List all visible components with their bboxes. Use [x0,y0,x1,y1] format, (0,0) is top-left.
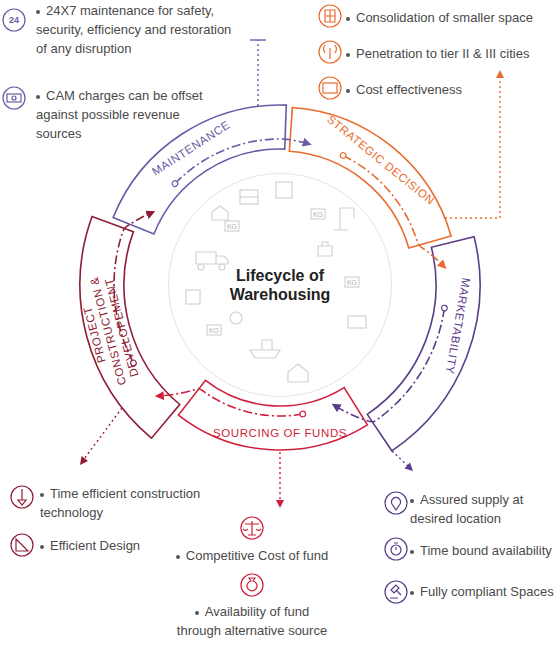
callout-text: CAM charges can be offset against possib… [36,86,226,143]
callout-text: Fully compliant Spaces [410,582,558,601]
lifecycle-stage: PROJECT CONSTRUCTION & DEVELOPEMENT [77,213,183,442]
weight-box [207,325,221,335]
design-icon [16,539,28,551]
weight-mark: KG [313,211,323,218]
callout-text: Time efficient construction technology [40,484,220,522]
wallet-icon [319,77,341,99]
shovel-icon [11,486,33,508]
lifecycle-stage: STRATEGIC DECISION [286,104,455,252]
leader-line [84,408,122,459]
weight-box [345,277,359,287]
arrow-head [276,500,284,508]
center-circle: Lifecycle of Warehousing [168,173,392,397]
lifecycle-stage: MARKETABILITY [364,233,483,454]
gavel-icon [390,585,401,598]
scale-icon [243,521,261,535]
weight-mark: KG [227,223,237,230]
warehouse-icon [288,364,308,382]
truck-wheel [219,264,225,270]
callout-text: Consolidation of smaller space [346,8,556,27]
arrow-head [80,456,88,465]
box-icon [348,316,366,328]
stage-label: PROJECT CONSTRUCTION & DEVELOPEMENT [67,248,149,413]
money-icon [12,96,16,100]
wallet-icon [323,83,337,93]
stage-band-outline [367,237,480,451]
stage-label: SOURCING OF FUNDS [205,426,355,440]
arrow-head [496,70,504,78]
clock-icon [3,9,25,31]
building-icon [325,10,335,22]
callout-text: Assured supply at desired location [410,490,558,528]
crane-icon [334,208,354,230]
center-icons [186,182,366,382]
weight-box [225,221,239,231]
icon-number: 24 [9,16,19,25]
truck-wheel [198,264,204,270]
gavel-icon [385,581,407,603]
callout-text: Penetration to tier II & III cities [346,44,556,63]
arrow-head [404,463,413,471]
callout-text: Time bound availability [410,541,558,560]
leader-tick [250,39,266,40]
callout-text: Cost effectiveness [346,80,556,99]
leader-line [392,451,409,467]
globe-icon [230,312,242,324]
box-icon [186,290,200,304]
box-icon [240,196,258,197]
design-icon [11,534,33,556]
location-icon [392,497,401,510]
box-icon [240,190,258,204]
warehouse-icon [212,206,228,220]
money-icon [7,94,21,102]
stopwatch-icon [385,538,407,560]
leader-line [257,40,258,106]
money-bag-icon [241,574,263,596]
antenna-icon [319,41,341,63]
building-icon [319,5,341,27]
money-icon [3,87,25,109]
stage-band [175,377,371,453]
scale-icon [241,517,263,539]
box-icon [276,182,292,198]
stage-band [364,233,483,454]
leader-line [279,452,280,500]
cycle-arrow [333,308,444,422]
truck-icon [196,252,228,264]
weight-box [311,209,325,219]
ship-icon [250,340,280,358]
weight-mark: KG [209,327,219,334]
stage-label: MARKETABILITY [440,261,476,391]
stage-band-outline [178,380,367,450]
bag-icon [318,242,332,256]
center-title: Lifecycle of Warehousing [220,266,340,304]
stage-band [286,104,455,252]
antenna-icon [324,45,337,59]
stopwatch-icon [394,543,398,550]
money-bag-icon [247,578,257,591]
callout-text: Availability of fund through alternative… [172,602,332,640]
shovel-icon [18,489,26,505]
stage-band-outline [289,107,451,248]
location-icon [385,492,407,514]
callout-text: Competitive Cost of fund [157,546,347,565]
stage-label: STRATEGIC DECISION [315,104,448,216]
leader-line [445,78,500,218]
weight-mark: KG [347,279,357,286]
lifecycle-stage: SOURCING OF FUNDS [175,377,371,453]
callout-text: 24X7 maintenance for safety, security, e… [36,1,241,58]
